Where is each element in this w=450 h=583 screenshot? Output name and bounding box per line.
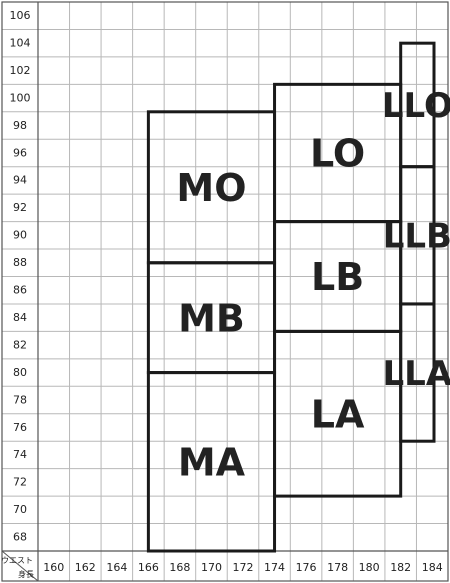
corner-label-height: 身長 [18, 569, 34, 579]
x-tick-label: 164 [106, 561, 127, 574]
size-box-llo [399, 41, 436, 169]
y-tick-label: 72 [13, 476, 27, 489]
x-tick-label: 172 [233, 561, 254, 574]
size-label-llb: LLB [383, 217, 450, 257]
x-tick-label: 176 [296, 561, 317, 574]
y-tick-label: 100 [10, 91, 31, 104]
x-axis-ticks: 160 162 164 166 168 170 172 174 176 178 180 182 184 [43, 561, 442, 574]
y-tick-label: 88 [13, 256, 27, 269]
y-tick-label: 74 [13, 448, 27, 461]
size-label-llo: LLO [382, 86, 450, 126]
x-tick-label: 162 [75, 561, 96, 574]
x-tick-label: 178 [327, 561, 348, 574]
y-tick-label: 98 [13, 119, 27, 132]
y-tick-label: 104 [10, 36, 31, 49]
y-tick-label: 84 [13, 311, 27, 324]
y-axis-ticks: 106 104 102 100 98 96 94 92 90 88 86 84 82 80 78 76 74 72… [10, 9, 31, 544]
size-label-ma: MA [178, 440, 246, 484]
y-tick-label: 68 [13, 531, 27, 544]
x-tick-label: 182 [390, 561, 411, 574]
y-tick-label: 92 [13, 201, 27, 214]
size-labels: MA MB MO LA LB LO LLA LLB LLO [176, 86, 450, 484]
y-tick-label: 96 [13, 146, 27, 159]
x-tick-label: 174 [264, 561, 285, 574]
y-tick-label: 82 [13, 338, 27, 351]
y-tick-label: 78 [13, 393, 27, 406]
y-tick-label: 86 [13, 284, 27, 297]
y-tick-label: 94 [13, 174, 27, 187]
axis-corner: ウエスト 身長 [1, 556, 34, 579]
size-boxes [146, 41, 436, 553]
y-tick-label: 80 [13, 366, 27, 379]
y-tick-label: 76 [13, 421, 27, 434]
x-tick-label: 170 [201, 561, 222, 574]
y-tick-label: 106 [10, 9, 31, 22]
size-label-lla: LLA [383, 354, 450, 394]
y-tick-label: 102 [10, 64, 31, 77]
x-tick-label: 166 [138, 561, 159, 574]
size-label-mb: MB [178, 296, 245, 340]
y-tick-label: 90 [13, 229, 27, 242]
corner-diagonal [1, 550, 39, 582]
corner-label-waist: ウエスト [1, 556, 33, 565]
y-tick-label: 70 [13, 503, 27, 516]
x-tick-label: 184 [422, 561, 443, 574]
x-tick-label: 160 [43, 561, 64, 574]
x-tick-label: 180 [359, 561, 380, 574]
size-label-mo: MO [176, 166, 246, 210]
size-label-lo: LO [310, 132, 365, 176]
size-label-la: LA [311, 392, 365, 436]
size-label-lb: LB [311, 255, 364, 299]
x-tick-label: 168 [169, 561, 190, 574]
